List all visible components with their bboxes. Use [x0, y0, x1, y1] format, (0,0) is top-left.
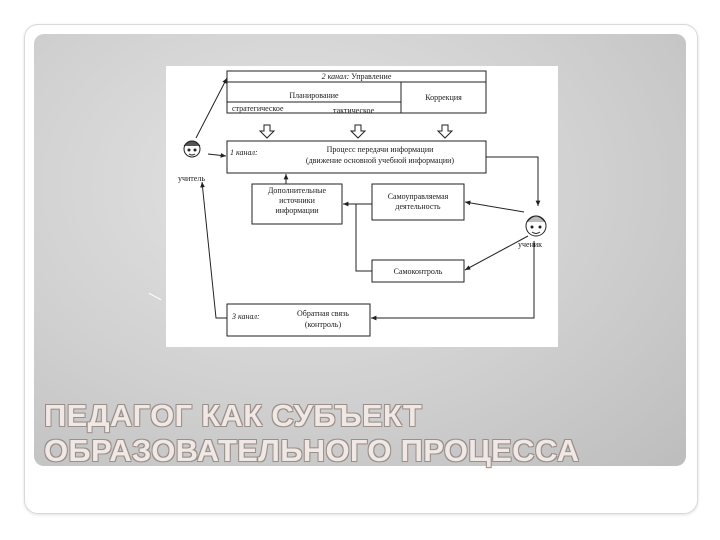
management-block — [226, 70, 487, 114]
self-managed-block — [371, 183, 465, 221]
planning-label: Планирование — [289, 91, 339, 100]
extra-sources-block — [251, 183, 343, 225]
down-arrow-tactical — [349, 124, 367, 139]
channel2-title: Управление — [351, 72, 392, 81]
tactical-label: тактическое — [333, 106, 375, 115]
student-label: ученик — [518, 240, 543, 249]
extra-sources-line1: Дополнительные — [267, 186, 327, 195]
channel3-line2: (контроль) — [304, 320, 342, 329]
down-arrow-correction — [436, 124, 454, 139]
diagram-lines — [183, 70, 547, 337]
channel3-block — [226, 303, 371, 337]
channel2-prefix: 2 канал: — [321, 72, 350, 81]
self-managed-line1: Самоуправляемая — [387, 192, 449, 201]
down-arrow-strategic — [258, 124, 276, 139]
slide-title: ПЕДАГОГ КАК СУБЪЕКТ ОБРАЗОВАТЕЛЬНОГО ПРО… — [44, 398, 684, 468]
channel2-label: 2 канал: Управление — [227, 72, 486, 81]
channel3-prefix: 3 канал: — [232, 312, 260, 321]
channel3-prefix-text: 3 канал: — [232, 312, 260, 321]
strategic-label: стратегическое — [232, 104, 284, 113]
extra-sources-line2: источники — [279, 196, 315, 205]
channel1-prefix-text: 1 канал: — [230, 148, 258, 157]
student-face-icon — [525, 215, 547, 237]
channel1-line1: Процесс передачи информации — [326, 145, 434, 154]
channel1-prefix: 1 канал: — [230, 148, 258, 157]
self-control-label: Самоконтроль — [393, 267, 443, 276]
channel3-line1: Обратная связь — [297, 309, 349, 318]
teacher-label: учитель — [178, 174, 205, 183]
down-arrows — [258, 124, 454, 139]
extra-sources-line3: информации — [275, 206, 319, 215]
self-managed-line2: деятельность — [395, 202, 441, 211]
slide-title-line2: ОБРАЗОВАТЕЛЬНОГО ПРОЦЕССА — [44, 433, 580, 468]
pedagogical-process-diagram: 2 канал: Управление Планирование Коррекц… — [166, 66, 558, 347]
correction-label: Коррекция — [425, 93, 462, 102]
teacher-face-icon — [183, 140, 201, 158]
channel1-line2: (движение основной учебной информации) — [305, 156, 455, 165]
slide-title-line1: ПЕДАГОГ КАК СУБЪЕКТ — [44, 398, 423, 433]
